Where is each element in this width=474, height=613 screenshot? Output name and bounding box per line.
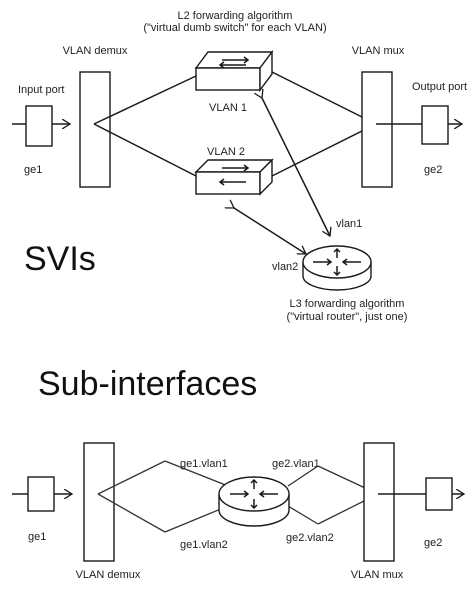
output-port-label: Output port bbox=[412, 81, 467, 93]
demux-to-vlan1-line bbox=[93, 75, 197, 125]
bottom-ge1-label: ge1 bbox=[28, 531, 46, 543]
router-icon bbox=[302, 245, 372, 291]
ge1-vlan1-label: ge1.vlan1 bbox=[180, 458, 228, 470]
input-port-label: Input port bbox=[18, 84, 64, 96]
svis-title: SVIs bbox=[24, 240, 96, 278]
bottom-vlan-mux-box bbox=[363, 442, 395, 562]
svi-vlan1-link bbox=[262, 98, 330, 236]
ge2-vlan1-label: ge2.vlan1 bbox=[272, 458, 320, 470]
bottom-ge2-port-box bbox=[425, 477, 453, 511]
bottom-vlan-demux-label: VLAN demux bbox=[76, 569, 141, 581]
sub-interfaces-title: Sub-interfaces bbox=[38, 365, 257, 403]
demux-to-vlan2-line bbox=[93, 123, 197, 177]
demux-to-router-vlan2-a bbox=[97, 493, 166, 533]
svi-vlan2-link bbox=[234, 208, 306, 254]
l2-title-line2: ("virtual dumb switch" for each VLAN) bbox=[143, 22, 326, 34]
vlan-mux-box bbox=[361, 71, 393, 188]
vlan2-switch-icon bbox=[194, 158, 274, 196]
vlan1-switch-icon bbox=[194, 49, 274, 93]
bottom-vlan-mux-label: VLAN mux bbox=[351, 569, 404, 581]
bottom-vlan-demux-box bbox=[83, 442, 115, 562]
ge2-vlan2-label: ge2.vlan2 bbox=[286, 532, 334, 544]
vlan2-label: VLAN 2 bbox=[207, 146, 245, 158]
ge2-label: ge2 bbox=[424, 164, 442, 176]
vlan1-label: VLAN 1 bbox=[209, 102, 247, 114]
l3-title-line2: ("virtual router", just one) bbox=[287, 311, 408, 323]
router-to-mux-vlan2-a bbox=[287, 505, 319, 525]
vlan-demux-label: VLAN demux bbox=[63, 45, 128, 57]
vlan1-to-mux-line bbox=[271, 71, 377, 125]
demux-to-router-vlan1-a bbox=[97, 460, 166, 495]
svi-vlan1-label: vlan1 bbox=[336, 218, 362, 230]
l2-title-line1: L2 forwarding algorithm bbox=[178, 10, 293, 22]
bottom-router-icon bbox=[218, 476, 290, 527]
bottom-ge1-port-box bbox=[27, 476, 55, 512]
ge1-label: ge1 bbox=[24, 164, 42, 176]
vlan-mux-label: VLAN mux bbox=[352, 45, 405, 57]
bottom-ge2-label: ge2 bbox=[424, 537, 442, 549]
router-to-mux-vlan1-a bbox=[287, 465, 319, 487]
demux-to-router-vlan2-b bbox=[164, 505, 229, 533]
ge2-port-box bbox=[421, 105, 449, 145]
ge1-port-box bbox=[25, 105, 53, 147]
svi-vlan2-label: vlan2 bbox=[272, 261, 298, 273]
ge1-vlan2-label: ge1.vlan2 bbox=[180, 539, 228, 551]
demux-to-router-vlan1-b bbox=[164, 460, 229, 487]
l3-title-line1: L3 forwarding algorithm bbox=[290, 298, 405, 310]
